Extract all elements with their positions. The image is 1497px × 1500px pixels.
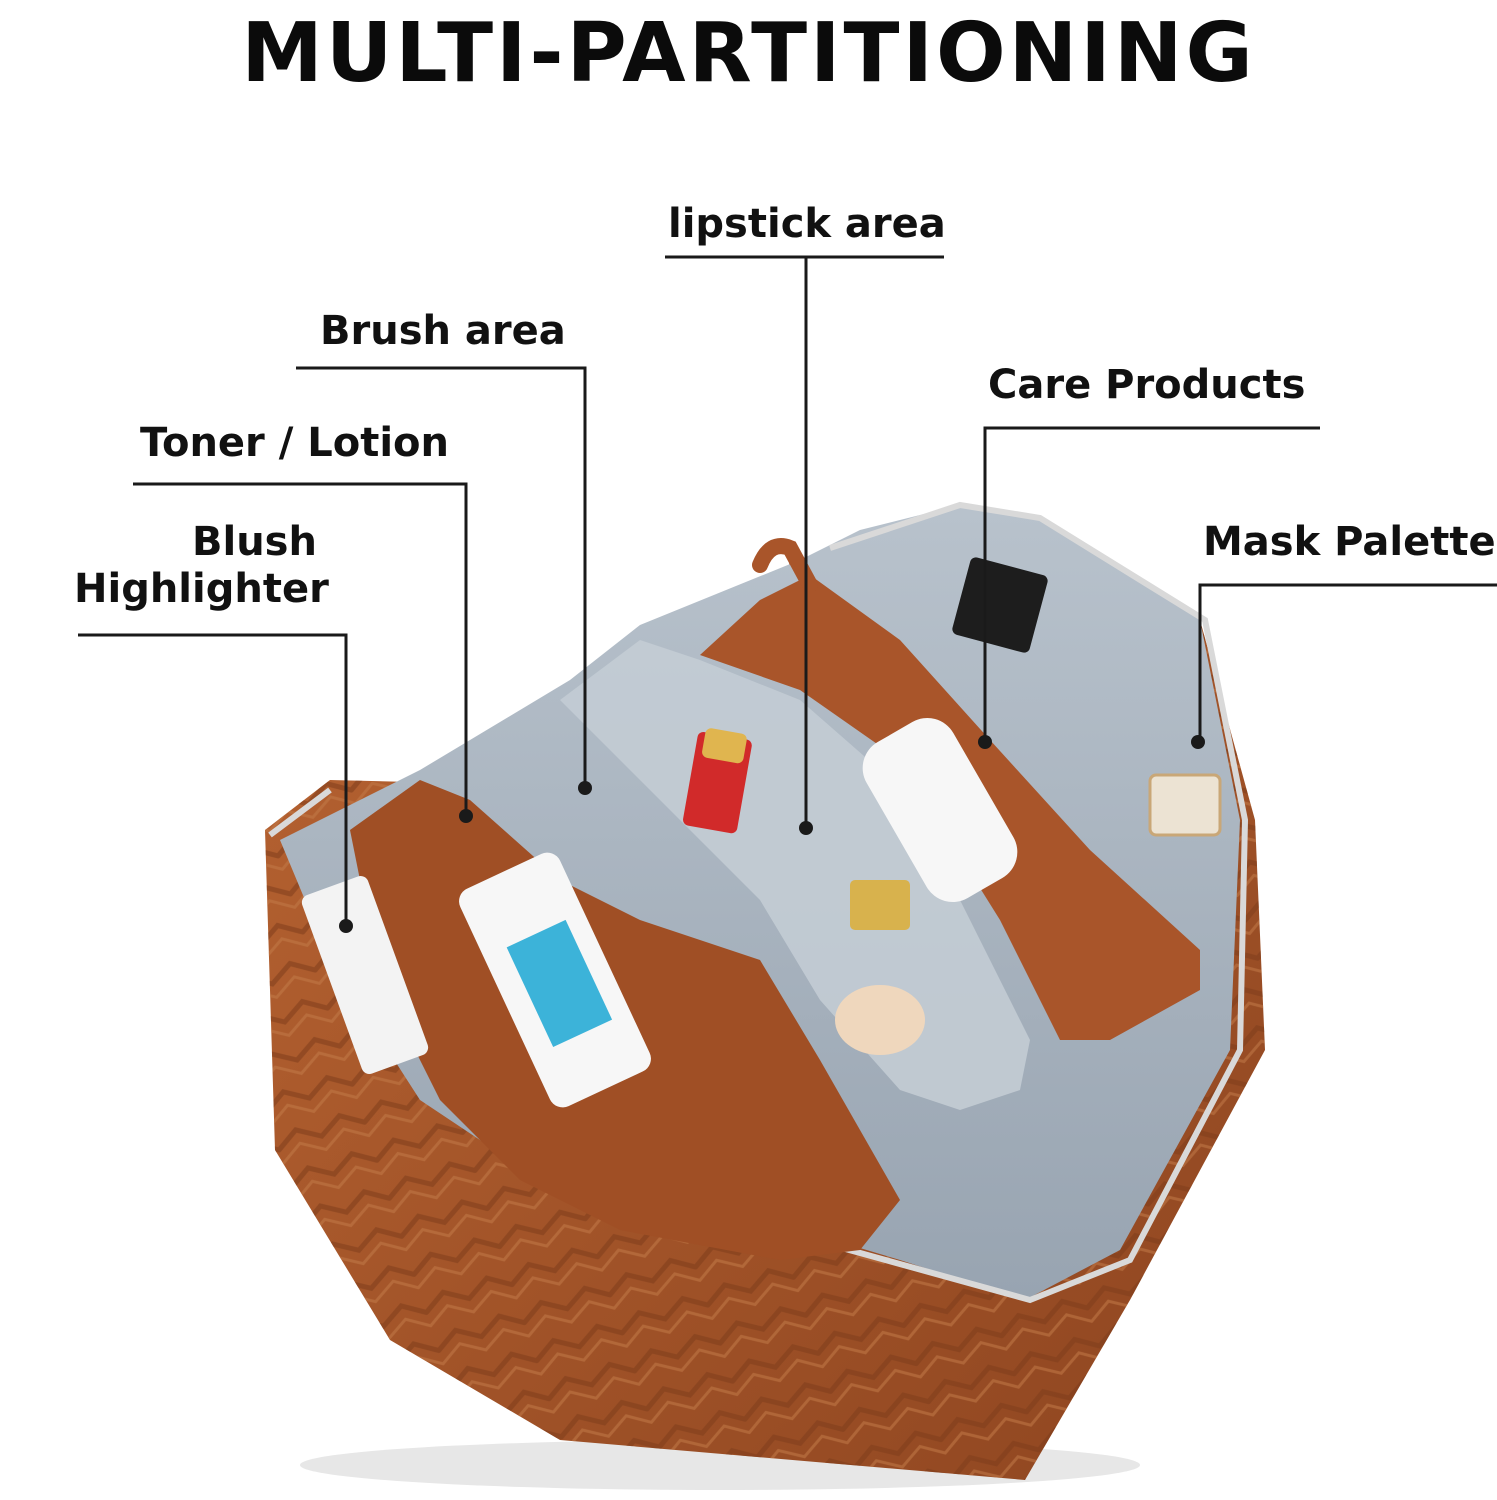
bag-handle — [752, 538, 818, 593]
makeup-sponge — [835, 985, 925, 1055]
callout-lipstick-area: lipstick area — [668, 201, 946, 247]
dot-mask — [1191, 735, 1205, 749]
lipstick-cap — [702, 728, 747, 764]
cleanser-label — [506, 919, 613, 1048]
callout-mask-palette: Mask Palette — [1203, 519, 1496, 565]
mask-palette-jar — [1148, 773, 1222, 837]
care-bottle — [862, 718, 1018, 902]
callout-care-products: Care Products — [988, 362, 1306, 408]
leader-dots — [339, 735, 1205, 933]
dot-care — [978, 735, 992, 749]
leader-line-blush — [78, 633, 348, 925]
zipper — [268, 501, 1249, 1304]
callout-toner-lotion: Toner / Lotion — [140, 420, 450, 466]
callout-brush-area: Brush area — [320, 308, 566, 354]
page-title: MULTI-PARTITIONING — [241, 6, 1256, 101]
dot-toner — [459, 809, 473, 823]
leader-line-care — [983, 426, 1320, 740]
compact — [850, 880, 910, 930]
mesh-pocket — [560, 640, 1030, 1110]
callout-blush: Blush — [192, 519, 317, 565]
perfume-bottle — [952, 557, 1048, 653]
dot-blush — [339, 919, 353, 933]
leader-lines — [78, 255, 1497, 925]
toner-tube — [301, 876, 429, 1074]
leader-line-brush — [296, 366, 587, 785]
leader-line-toner — [133, 482, 468, 815]
dot-brush — [578, 781, 592, 795]
leader-line-mask — [1198, 583, 1497, 740]
dot-lipstick — [799, 821, 813, 835]
callout-highlighter: Highlighter — [74, 566, 329, 612]
